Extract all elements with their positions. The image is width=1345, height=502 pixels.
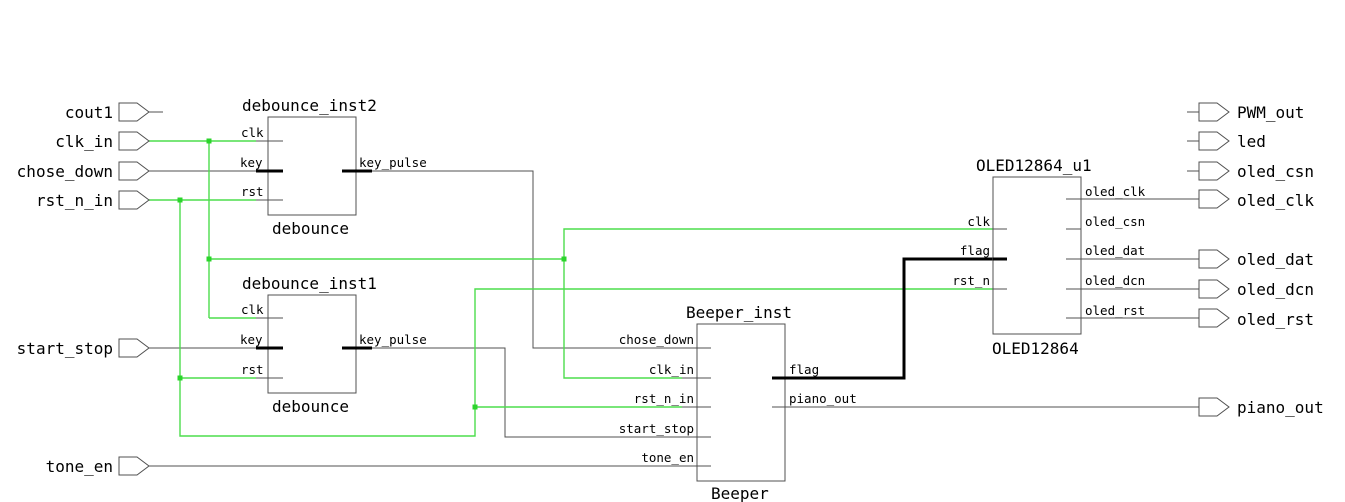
block-debounce-inst2[interactable]: debounce_inst2 debounce clk key rst key_… xyxy=(240,96,427,238)
port-label: PWM_out xyxy=(1237,103,1304,122)
output-port-icon xyxy=(1198,102,1230,122)
port-label: chose_down xyxy=(17,162,113,181)
pin-clk: clk xyxy=(241,125,264,140)
output-ports: PWM_out led oled_csn oled_clk oled_dat o… xyxy=(1198,102,1324,417)
junction-dot xyxy=(206,138,212,144)
pin-start-stop: start_stop xyxy=(619,421,694,436)
output-port-oled-rst[interactable]: oled_rst xyxy=(1198,308,1314,329)
output-port-icon xyxy=(1198,161,1230,181)
instance-name: debounce_inst1 xyxy=(242,274,377,293)
input-port-tone-en[interactable]: tone_en xyxy=(46,456,150,476)
module-name: debounce xyxy=(272,219,349,238)
pin-oled-dat: oled_dat xyxy=(1085,243,1145,258)
port-label: oled_dcn xyxy=(1237,280,1314,299)
input-port-rst-n-in[interactable]: rst_n_in xyxy=(36,190,150,210)
pin-piano-out: piano_out xyxy=(789,391,857,406)
pin-oled-csn: oled_csn xyxy=(1085,214,1145,229)
pin-rst-n-in: rst_n_in xyxy=(634,391,694,406)
pin-key-pulse: key_pulse xyxy=(359,332,427,347)
block-debounce-inst1[interactable]: debounce_inst1 debounce clk key rst key_… xyxy=(240,274,427,416)
output-port-icon xyxy=(1198,249,1230,269)
output-port-icon xyxy=(1198,279,1230,299)
pin-clk-in: clk_in xyxy=(649,362,694,377)
bus-flag[interactable] xyxy=(772,257,1007,380)
port-label: oled_csn xyxy=(1237,162,1314,181)
module-name: debounce xyxy=(272,397,349,416)
port-label: piano_out xyxy=(1237,398,1324,417)
pin-flag: flag xyxy=(789,362,819,377)
input-port-icon xyxy=(118,131,150,151)
junction-dot xyxy=(177,197,183,203)
pin-oled-dcn: oled_dcn xyxy=(1085,273,1145,288)
pin-oled-rst: oled_rst xyxy=(1085,303,1145,318)
port-label: oled_rst xyxy=(1237,310,1314,329)
output-port-oled-clk[interactable]: oled_clk xyxy=(1198,189,1314,210)
input-port-cout1[interactable]: cout1 xyxy=(65,102,150,122)
pin-tone-en: tone_en xyxy=(641,450,694,465)
junction-dot xyxy=(472,404,478,410)
module-name: Beeper xyxy=(711,484,769,502)
port-label: rst_n_in xyxy=(36,191,113,210)
input-port-icon xyxy=(118,190,150,210)
pin-chose-down: chose_down xyxy=(619,332,694,347)
junctions xyxy=(177,138,567,410)
input-port-icon xyxy=(118,102,150,122)
port-label: oled_clk xyxy=(1237,191,1314,210)
pin-key: key xyxy=(240,332,263,347)
pin-key-pulse: key_pulse xyxy=(359,155,427,170)
input-port-chose-down[interactable]: chose_down xyxy=(17,161,150,181)
output-port-icon xyxy=(1198,308,1230,328)
module-name: OLED12864 xyxy=(992,339,1079,358)
instance-name: debounce_inst2 xyxy=(242,96,377,115)
wire-clk-beeper-oled[interactable] xyxy=(563,228,1007,379)
input-port-icon xyxy=(118,456,150,476)
port-label: oled_dat xyxy=(1237,250,1314,269)
port-label: clk_in xyxy=(55,132,113,151)
output-port-led[interactable]: led xyxy=(1198,131,1266,151)
pin-rst: rst xyxy=(241,184,264,199)
output-port-piano-out[interactable]: piano_out xyxy=(1198,397,1324,417)
port-label: tone_en xyxy=(46,457,113,476)
output-port-oled-dcn[interactable]: oled_dcn xyxy=(1198,279,1314,299)
junction-dot xyxy=(561,256,567,262)
pin-clk: clk xyxy=(241,302,264,317)
input-port-start-stop[interactable]: start_stop xyxy=(17,338,150,358)
input-ports: cout1 clk_in chose_down rst_n_in start_s… xyxy=(17,102,150,476)
pin-flag: flag xyxy=(960,243,990,258)
output-port-oled-csn[interactable]: oled_csn xyxy=(1198,161,1314,181)
output-port-icon xyxy=(1198,397,1230,417)
input-port-icon xyxy=(118,338,150,358)
block-oled12864-u1[interactable]: OLED12864_u1 OLED12864 clk flag rst_n ol… xyxy=(952,156,1145,358)
output-port-icon xyxy=(1198,131,1230,151)
wire-rst-trunk[interactable] xyxy=(179,200,1007,437)
instance-name: Beeper_inst xyxy=(686,303,792,322)
instance-name: OLED12864_u1 xyxy=(976,156,1092,175)
port-label: start_stop xyxy=(17,339,113,358)
input-port-icon xyxy=(118,161,150,181)
junction-dot xyxy=(206,256,212,262)
output-port-oled-dat[interactable]: oled_dat xyxy=(1198,249,1314,269)
junction-dot xyxy=(177,375,183,381)
block-body[interactable] xyxy=(267,294,357,394)
highlighted-nets xyxy=(149,140,1007,437)
pin-rst-n: rst_n xyxy=(952,273,990,288)
port-label: cout1 xyxy=(65,103,113,122)
port-label: led xyxy=(1237,132,1266,151)
pin-clk: clk xyxy=(967,214,990,229)
block-body[interactable] xyxy=(696,323,786,482)
output-port-pwm-out[interactable]: PWM_out xyxy=(1198,102,1304,122)
pin-oled-clk: oled_clk xyxy=(1085,184,1146,199)
output-port-icon xyxy=(1198,189,1230,209)
pin-rst: rst xyxy=(241,362,264,377)
input-port-clk-in[interactable]: clk_in xyxy=(55,131,150,151)
block-body[interactable] xyxy=(267,116,357,216)
wire-key-pulse-1[interactable] xyxy=(372,347,682,438)
block-beeper-inst[interactable]: Beeper_inst Beeper chose_down clk_in rst… xyxy=(619,303,857,502)
block-body[interactable] xyxy=(992,176,1082,335)
pin-key: key xyxy=(240,155,263,170)
